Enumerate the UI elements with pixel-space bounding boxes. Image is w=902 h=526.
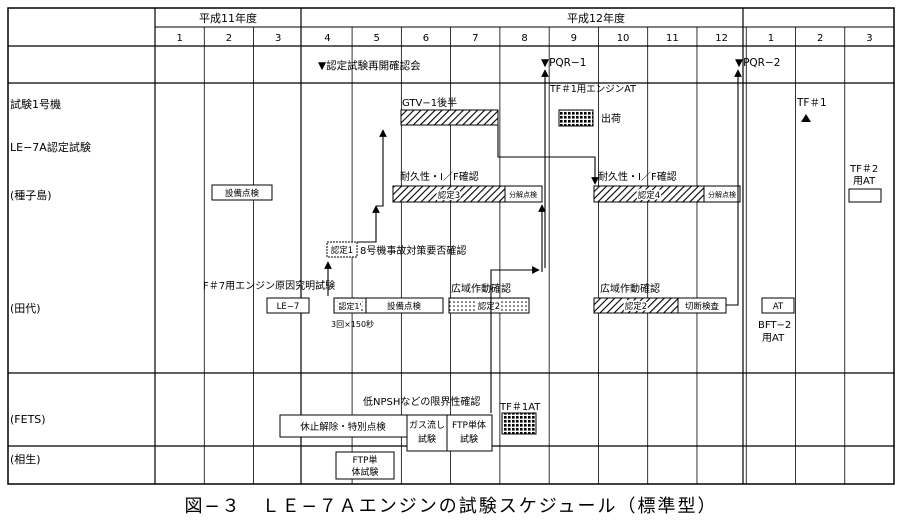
gas-label-1: ガス流し [409, 419, 445, 431]
tf1-engine-at-label: TF＃1用エンジンAT [549, 84, 636, 95]
f7-cause-label: F＃7用エンジン原因究明試験 [203, 279, 335, 292]
month-label: 6 [423, 33, 429, 44]
milestone-pqr2: ▼PQR−2 [735, 57, 780, 69]
row-aioi: (相生) [10, 452, 41, 466]
figure-caption: 図−３ ＬＥ−７Ａエンジンの試験スケジュール（標準型） [184, 496, 718, 517]
month-label: 5 [374, 33, 380, 44]
fy11-label: 平成11年度 [199, 11, 257, 25]
ftp-aioi-label-1: FTP単 [353, 454, 378, 466]
tf2-label: TF＃2 [849, 163, 878, 175]
rounds-label: 3回×150秒 [331, 319, 374, 329]
setsubi-tashiro-box [365, 297, 444, 314]
area-op1-label: 広域作動確認 [451, 282, 511, 295]
tf1at-bar [501, 412, 537, 435]
tf1at-label: TF＃1AT [499, 401, 541, 413]
gas-label-2: 試験 [418, 433, 436, 445]
row-fets: (FETS) [10, 413, 46, 426]
flow-arrows [324, 69, 742, 413]
row-tashiro: (田代) [10, 302, 41, 315]
le7-label: LE−7 [277, 302, 300, 312]
month-label: 4 [324, 33, 330, 44]
row-unit1: 試験1号機 [10, 97, 61, 111]
tf1-triangle [801, 114, 811, 122]
nintei2-bar [448, 297, 530, 314]
month-label: 2 [226, 33, 232, 44]
bunkai1-label: 分解点検 [509, 190, 537, 199]
nintei1-label: 認定1 [331, 245, 353, 256]
month-label: 8 [521, 33, 527, 44]
month-label: 1 [768, 33, 774, 44]
npsh-label: 低NPSHなどの限界性確認 [363, 395, 480, 408]
tf1-label: TF＃1 [796, 97, 827, 109]
ftp-aioi-label-2: 体試験 [351, 466, 378, 478]
nintei1x-label: 認定1' [338, 301, 361, 311]
month-label: 7 [472, 33, 478, 44]
month-label: 2 [817, 33, 823, 44]
ftp-box [446, 414, 493, 452]
setsubi-tane-label: 設備点検 [225, 188, 260, 199]
ftp-aioi-box [335, 451, 395, 480]
bunkai2-label: 分解点検 [708, 190, 736, 199]
month-label: 12 [715, 33, 728, 44]
month-label: 1 [176, 33, 182, 44]
month-label: 11 [666, 33, 679, 44]
bunkai2-box [703, 185, 741, 203]
bft2-at-label: 用AT [762, 333, 785, 344]
setsubi-tane-box [211, 184, 273, 201]
nintei2-label: 認定2 [478, 301, 500, 312]
nintei4-label: 認定4 [638, 190, 660, 201]
milestone-pqr1: ▼PQR−1 [541, 57, 586, 69]
nintei3-label: 認定3 [438, 190, 460, 201]
kirikae-label: 切断検査 [685, 301, 720, 312]
ftp-label-1: FTP単体 [452, 419, 486, 431]
gtv-label: GTV−1後半 [402, 96, 457, 109]
month-label: 9 [571, 33, 577, 44]
durability1-label: 耐久性・I／F確認 [400, 170, 479, 183]
gtv-bar [400, 109, 499, 126]
area-op2-label: 広域作動確認 [600, 282, 660, 295]
month-label: 3 [866, 33, 872, 44]
month-label: 10 [617, 33, 630, 44]
grid-frame [7, 7, 895, 485]
tf2-box [848, 188, 882, 203]
setsubi-tashiro-label: 設備点検 [387, 301, 422, 312]
at-label: AT [773, 302, 784, 312]
fy12-label: 平成12年度 [567, 11, 625, 25]
le7-box [266, 297, 310, 314]
bunkai1-box [504, 185, 543, 203]
tf2-at-label: 用AT [853, 176, 876, 187]
at-box [761, 297, 795, 314]
shukka-bar [558, 109, 594, 127]
bft2-label: BFT−2 [758, 320, 791, 331]
row-le7a: LE−7A認定試験 [10, 140, 91, 154]
ftp-label-2: 試験 [460, 433, 478, 445]
gas-box [406, 414, 448, 452]
month-label: 3 [275, 33, 281, 44]
nintei2x-label: 認定2 [625, 301, 647, 312]
kyushi-label: 休止解除・特別点検 [300, 421, 386, 433]
durability2-label: 耐久性・I／F確認 [598, 170, 677, 183]
no8-check-label: 8号機事故対策要否確認 [360, 244, 466, 257]
row-tanegashima: (種子島) [10, 188, 52, 202]
milestone-restart: ▼認定試験再開確認会 [318, 59, 421, 72]
shukka-label: 出荷 [601, 112, 621, 125]
nintei1-box [326, 241, 358, 258]
